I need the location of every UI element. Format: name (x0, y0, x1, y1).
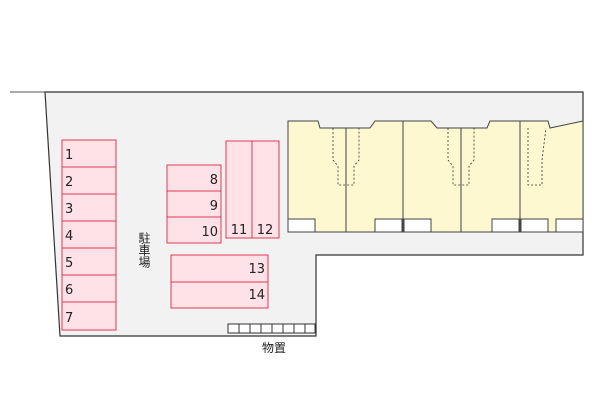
parking-number-8: 8 (210, 173, 218, 188)
parking-number-1: 1 (65, 148, 73, 163)
parking-number-6: 6 (65, 283, 73, 298)
parking-number-9: 9 (210, 199, 218, 214)
parking-number-10: 10 (201, 225, 218, 240)
parking-space-13 (170, 254, 269, 283)
parking-number-5: 5 (65, 256, 73, 271)
parking-number-3: 3 (65, 202, 73, 217)
parking-space-12 (251, 140, 280, 239)
parking-number-13: 13 (248, 262, 265, 277)
parking-number-11: 11 (231, 223, 248, 238)
parking-number-7: 7 (65, 311, 73, 326)
parking-space-3 (61, 193, 117, 222)
parking-space-10 (166, 216, 222, 244)
parking-space-7 (61, 301, 117, 331)
parking-space-5 (61, 247, 117, 276)
building (287, 120, 584, 233)
parking-space-4 (61, 220, 117, 249)
parking-number-14: 14 (248, 288, 265, 303)
parking-space-1 (61, 139, 117, 168)
building-right (519, 120, 584, 233)
parking-number-12: 12 (257, 223, 274, 238)
parking-label: 駐車場 (137, 231, 151, 269)
parking-space-14 (170, 281, 269, 309)
parking-number-2: 2 (65, 175, 73, 190)
parking-space-2 (61, 166, 117, 195)
parking-number-4: 4 (65, 229, 73, 244)
storage-units (227, 323, 316, 334)
storage-label: 物置 (262, 341, 286, 355)
parking-space-9 (166, 190, 222, 218)
